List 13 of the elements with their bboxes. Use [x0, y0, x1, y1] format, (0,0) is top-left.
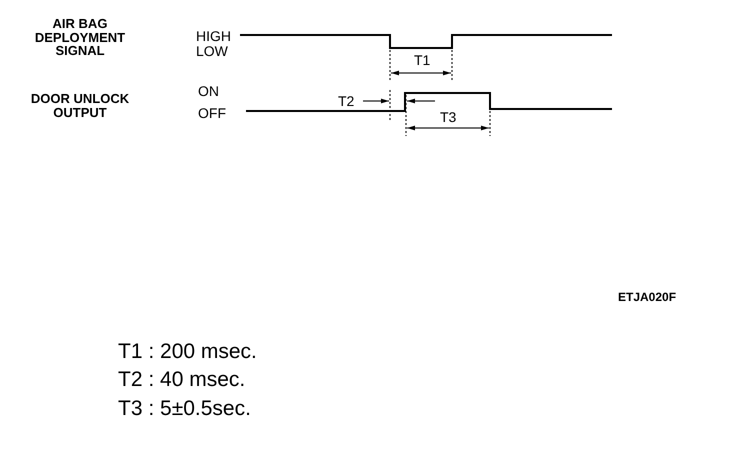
level-label: OFF [198, 106, 226, 120]
level-label: ON [198, 84, 219, 98]
timing-label: T3 [440, 110, 456, 124]
level-label: LOW [196, 44, 228, 58]
timing-label: T1 [414, 53, 430, 67]
signal-name: AIR BAG DEPLOYMENT SIGNAL [34, 17, 126, 58]
figure-code: ETJA020F [618, 291, 676, 303]
note: T2 : 40 msec. [118, 369, 246, 390]
note: T1 : 200 msec. [118, 341, 257, 362]
level-label: HIGH [196, 29, 231, 43]
note: T3 : 5±0.5sec. [118, 398, 251, 419]
timing-label: T2 [338, 94, 354, 108]
signal-name: DOOR UNLOCK OUTPUT [30, 92, 130, 120]
